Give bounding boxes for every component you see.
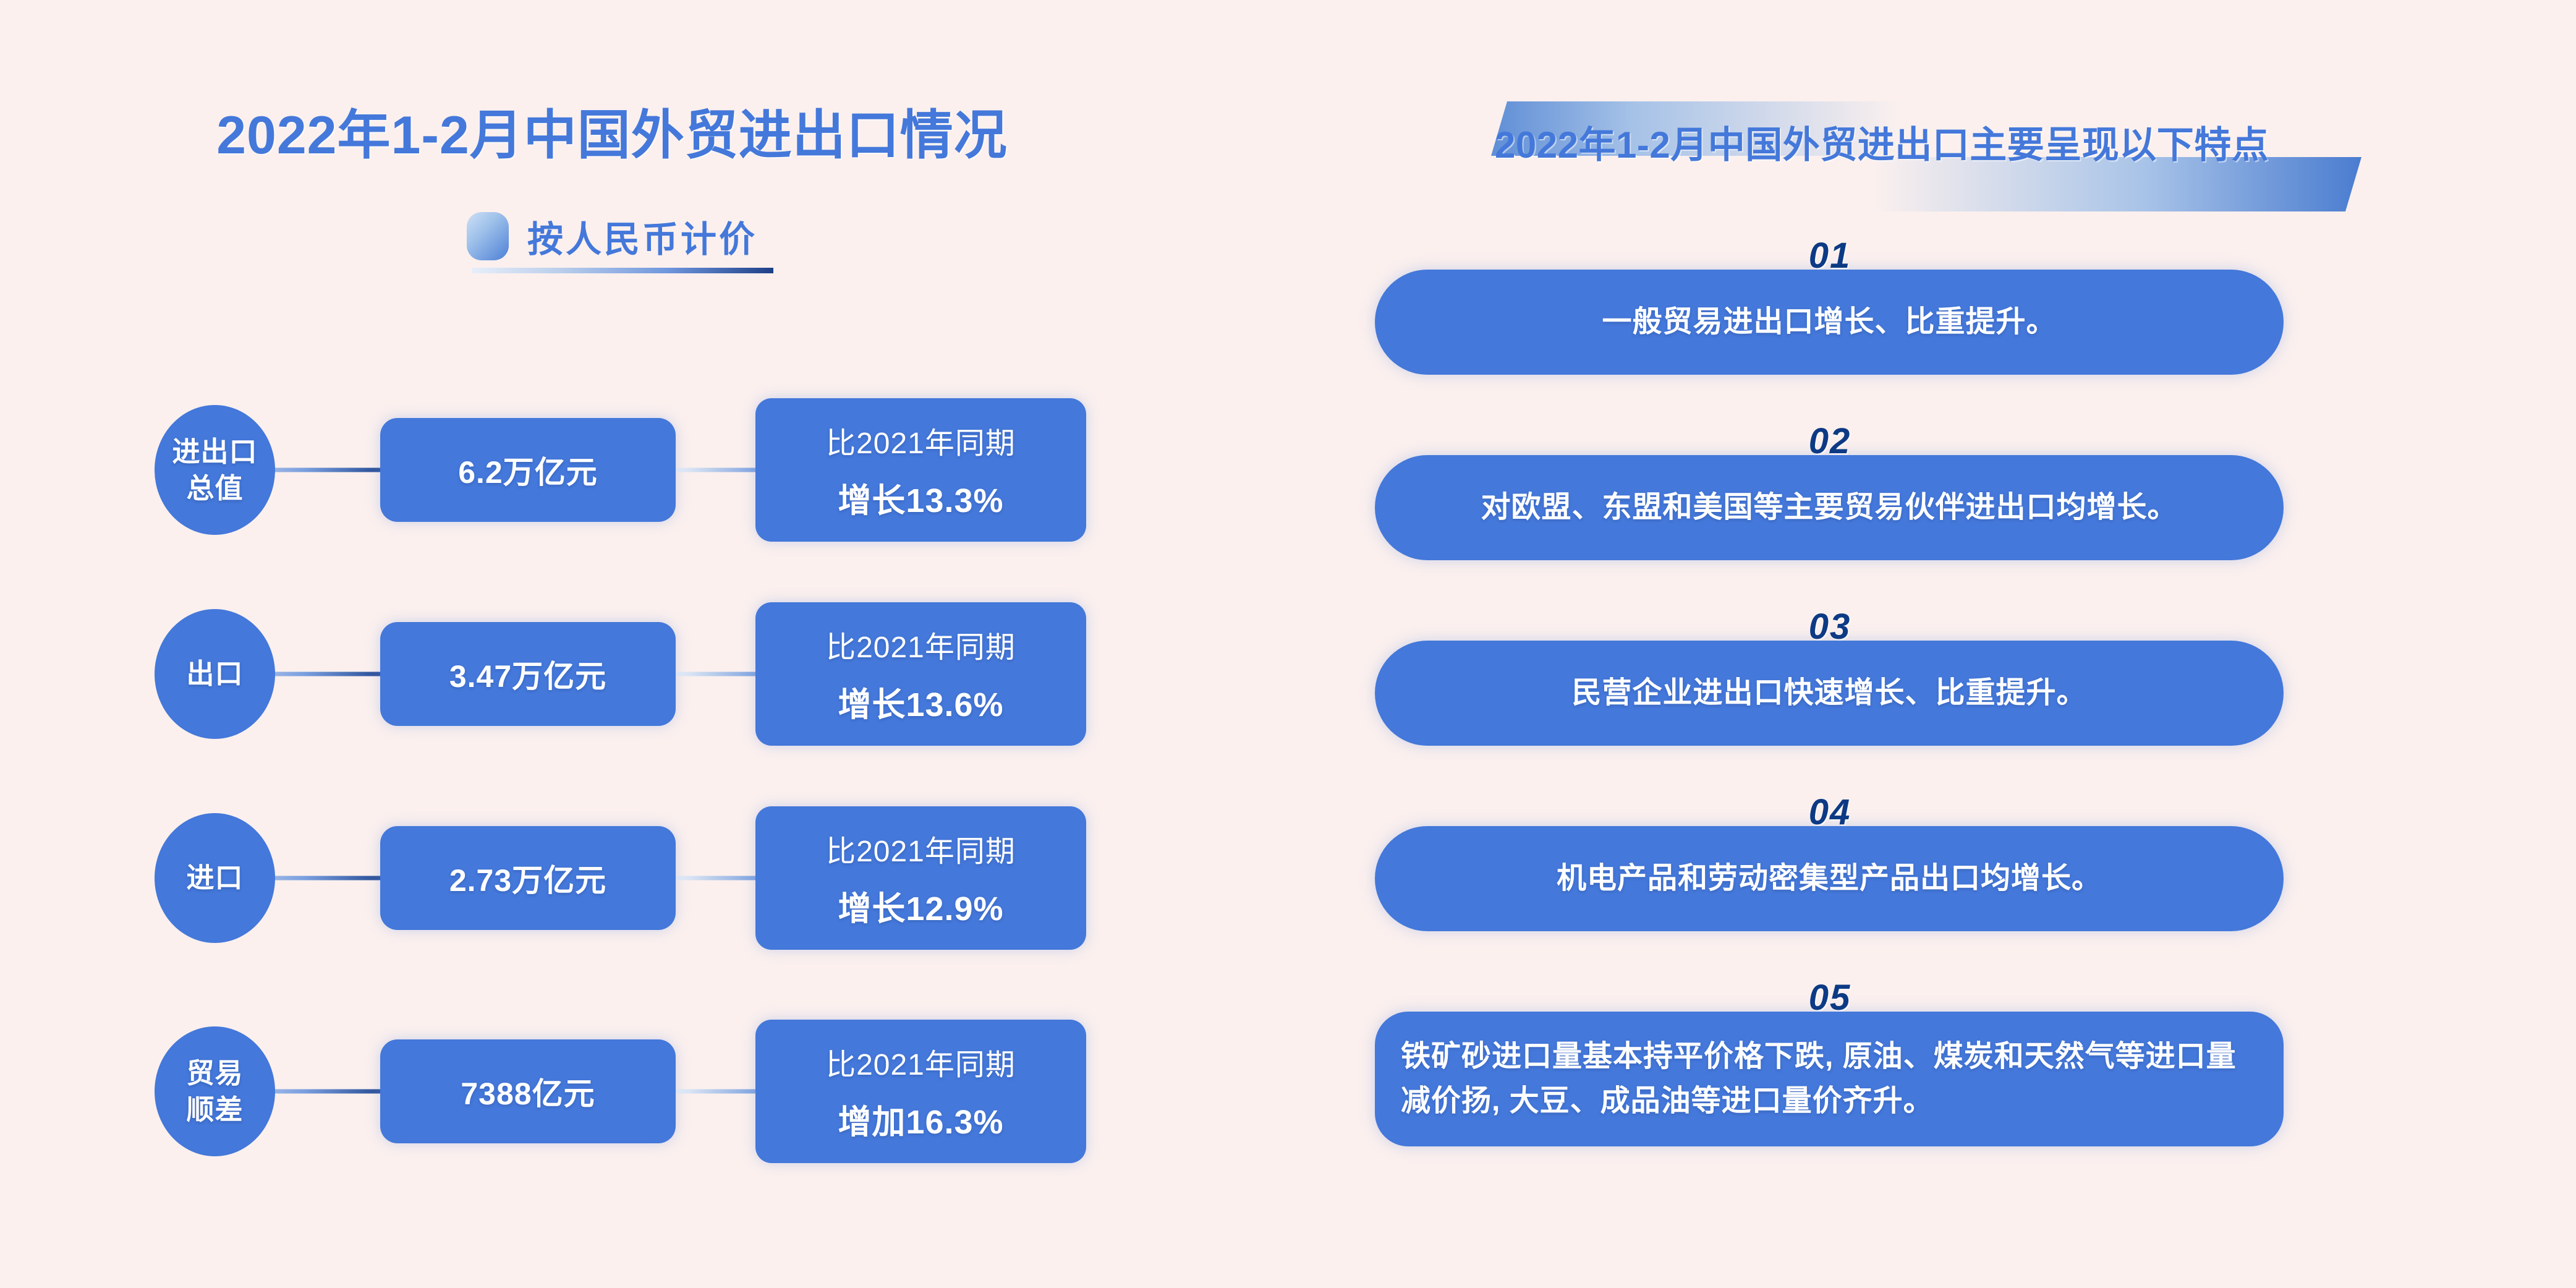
metric-rows: 进出口 总值 6.2万亿元 比2021年同期 增长13.3% 出口 3.47万亿… xyxy=(0,368,1360,1203)
metric-label-line1: 进口 xyxy=(186,862,244,894)
feature-text-pill: 对欧盟、东盟和美国等主要贸易伙伴进出口均增长。 xyxy=(1375,455,2284,560)
metric-value-box: 3.47万亿元 xyxy=(380,622,676,726)
metric-row: 进出口 总值 6.2万亿元 比2021年同期 增长13.3% xyxy=(0,368,1360,572)
subtitle-label: 按人民币计价 xyxy=(527,220,757,260)
feature-item: 04 机电产品和劳动密集型产品出口均增长。 xyxy=(1360,791,2576,977)
connector-line-icon xyxy=(674,467,819,472)
feature-text-pill: 铁矿砂进口量基本持平价格下跌, 原油、煤炭和天然气等进口量减价扬, 大豆、成品油… xyxy=(1375,1012,2284,1146)
right-panel: 2022年1-2月中国外贸进出口主要呈现以下特点 01 一般贸易进出口增长、比重… xyxy=(1360,0,2576,1288)
metric-value-box: 7388亿元 xyxy=(380,1039,676,1143)
decorative-bar-icon xyxy=(1491,101,1899,156)
growth-change-text: 增长13.3% xyxy=(838,482,1004,519)
connector-line-icon xyxy=(674,672,819,676)
metric-growth-box: 比2021年同期 增长13.6% xyxy=(755,602,1086,746)
growth-change-text: 增长13.6% xyxy=(838,686,1004,723)
metric-label-bubble: 进口 xyxy=(155,813,275,943)
feature-number: 03 xyxy=(1808,607,1851,647)
connector-line-icon xyxy=(185,672,383,676)
feature-number: 01 xyxy=(1808,236,1851,276)
decorative-bar-icon xyxy=(1873,157,2361,211)
growth-compare-text: 比2021年同期 xyxy=(826,1048,1016,1081)
metric-label-bubble: 出口 xyxy=(155,609,275,739)
metric-growth-box: 比2021年同期 增加16.3% xyxy=(755,1020,1086,1163)
metric-label-line1: 出口 xyxy=(186,658,244,690)
features-title: 2022年1-2月中国外贸进出口主要呈现以下特点 xyxy=(1495,124,2269,166)
growth-compare-text: 比2021年同期 xyxy=(826,631,1016,664)
rounded-square-badge-icon xyxy=(466,212,509,260)
feature-item: 05 铁矿砂进口量基本持平价格下跌, 原油、煤炭和天然气等进口量减价扬, 大豆、… xyxy=(1360,977,2576,1181)
connector-line-icon xyxy=(674,876,819,881)
feature-list: 01 一般贸易进出口增长、比重提升。 02 对欧盟、东盟和美国等主要贸易伙伴进出… xyxy=(1360,235,2576,1181)
metric-label-bubble: 贸易 顺差 xyxy=(155,1026,275,1156)
metric-row: 出口 3.47万亿元 比2021年同期 增长13.6% xyxy=(0,572,1360,776)
feature-number: 05 xyxy=(1808,978,1851,1018)
growth-change-text: 增长12.9% xyxy=(838,890,1004,928)
page-title: 2022年1-2月中国外贸进出口情况 xyxy=(216,106,1008,165)
feature-number: 04 xyxy=(1808,792,1851,832)
metric-value-box: 6.2万亿元 xyxy=(380,418,676,522)
gradient-underline-divider xyxy=(471,268,773,273)
left-panel: 2022年1-2月中国外贸进出口情况 按人民币计价 进出口 总值 6.2万亿元 … xyxy=(0,106,1360,1203)
feature-number: 02 xyxy=(1808,421,1851,461)
metric-row: 贸易 顺差 7388亿元 比2021年同期 增加16.3% xyxy=(0,980,1360,1203)
metric-label-line1: 贸易 xyxy=(186,1057,244,1089)
growth-compare-text: 比2021年同期 xyxy=(826,835,1016,868)
subtitle-section: 按人民币计价 xyxy=(0,210,1224,273)
growth-compare-text: 比2021年同期 xyxy=(826,427,1016,460)
feature-text-pill: 一般贸易进出口增长、比重提升。 xyxy=(1375,270,2284,375)
subtitle-inner: 按人民币计价 xyxy=(466,210,773,273)
metric-label-bubble: 进出口 总值 xyxy=(155,405,275,535)
metric-growth-box: 比2021年同期 增长13.3% xyxy=(755,398,1086,542)
metric-label-line2: 总值 xyxy=(186,472,244,504)
metric-label-line2: 顺差 xyxy=(186,1094,244,1125)
feature-item: 02 对欧盟、东盟和美国等主要贸易伙伴进出口均增长。 xyxy=(1360,420,2576,606)
growth-change-text: 增加16.3% xyxy=(838,1103,1004,1141)
metric-label-line1: 进出口 xyxy=(172,435,258,467)
feature-item: 03 民营企业进出口快速增长、比重提升。 xyxy=(1360,606,2576,791)
connector-line-icon xyxy=(185,1089,383,1094)
feature-text-pill: 民营企业进出口快速增长、比重提升。 xyxy=(1375,641,2284,746)
connector-line-icon xyxy=(674,1089,819,1094)
connector-line-icon xyxy=(185,467,383,472)
metric-row: 进口 2.73万亿元 比2021年同期 增长12.9% xyxy=(0,776,1360,980)
feature-item: 01 一般贸易进出口增长、比重提升。 xyxy=(1360,235,2576,420)
metric-growth-box: 比2021年同期 增长12.9% xyxy=(755,806,1086,950)
connector-line-icon xyxy=(185,876,383,881)
feature-text-pill: 机电产品和劳动密集型产品出口均增长。 xyxy=(1375,826,2284,931)
metric-value-box: 2.73万亿元 xyxy=(380,826,676,930)
features-header: 2022年1-2月中国外贸进出口主要呈现以下特点 xyxy=(1465,93,2473,216)
